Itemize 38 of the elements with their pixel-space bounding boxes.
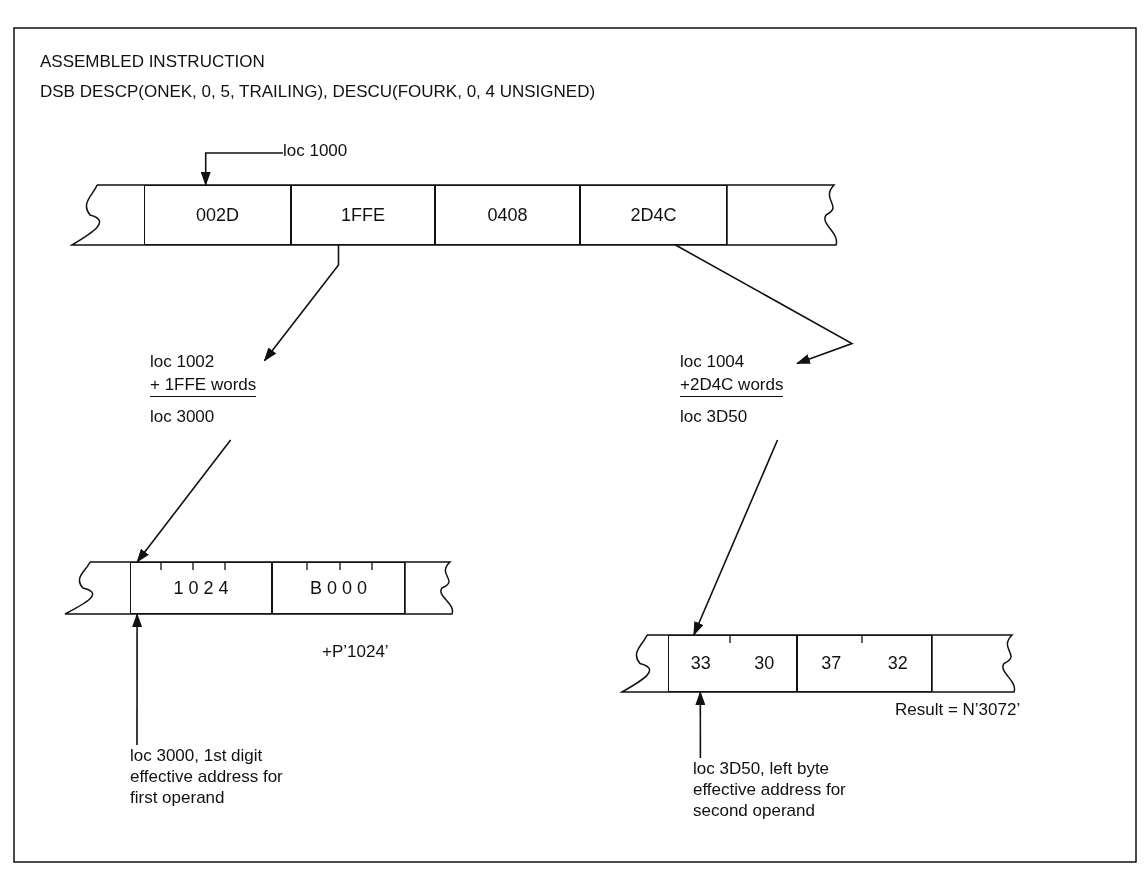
underlined-addend: + 1FFE words bbox=[150, 373, 257, 397]
arrow bbox=[136, 439, 232, 563]
address-text: loc 3000 bbox=[150, 406, 216, 428]
arrow bbox=[263, 244, 340, 362]
instruction-text: DSB DESCP(ONEK, 0, 5, TRAILING), DESCU(FOURK, 0, 4 UNSIGNED) bbox=[40, 82, 596, 102]
memory-word-cell bbox=[130, 562, 272, 614]
address-text: loc 1004 bbox=[680, 351, 746, 373]
address-text: loc 1002 bbox=[150, 351, 216, 373]
value-note: +P’1024’ bbox=[322, 642, 389, 662]
callout-note: loc 3D50, left byte effective address for second operand bbox=[693, 758, 878, 821]
arrow bbox=[674, 244, 854, 365]
cell-value: 002D bbox=[196, 204, 239, 226]
memory-word-cell bbox=[580, 185, 727, 245]
arrow bbox=[132, 613, 143, 746]
diagram-title: ASSEMBLED INSTRUCTION bbox=[40, 52, 265, 72]
memory-word-cell bbox=[668, 635, 797, 692]
arrow bbox=[693, 439, 779, 636]
memory-word-cell bbox=[797, 635, 932, 692]
cell-value: 2D4C bbox=[630, 204, 677, 226]
arrow bbox=[695, 691, 706, 759]
cell-value: 1FFE bbox=[341, 204, 385, 226]
address-text: loc 3D50 bbox=[680, 406, 749, 428]
cell-value: 32 bbox=[887, 653, 908, 674]
address-label: loc 1000 bbox=[283, 141, 373, 161]
callout-note: loc 3000, 1st digit effective address for first operand bbox=[130, 745, 305, 808]
cell-value: 1 0 2 4 bbox=[173, 577, 229, 599]
arrow bbox=[200, 152, 284, 186]
memory-word-cell bbox=[272, 562, 405, 614]
memory-word-cell bbox=[144, 185, 291, 245]
memory-word-cell bbox=[435, 185, 580, 245]
cell-value: 30 bbox=[754, 653, 775, 674]
cell-value: 37 bbox=[821, 653, 842, 674]
memory-word-cell bbox=[291, 185, 435, 245]
underlined-addend: +2D4C words bbox=[680, 373, 784, 397]
cell-value: B 0 0 0 bbox=[309, 577, 367, 599]
result-note: Result = N’3072’ bbox=[895, 700, 1021, 720]
cell-value: 33 bbox=[690, 653, 711, 674]
cell-value: 0408 bbox=[487, 204, 528, 226]
